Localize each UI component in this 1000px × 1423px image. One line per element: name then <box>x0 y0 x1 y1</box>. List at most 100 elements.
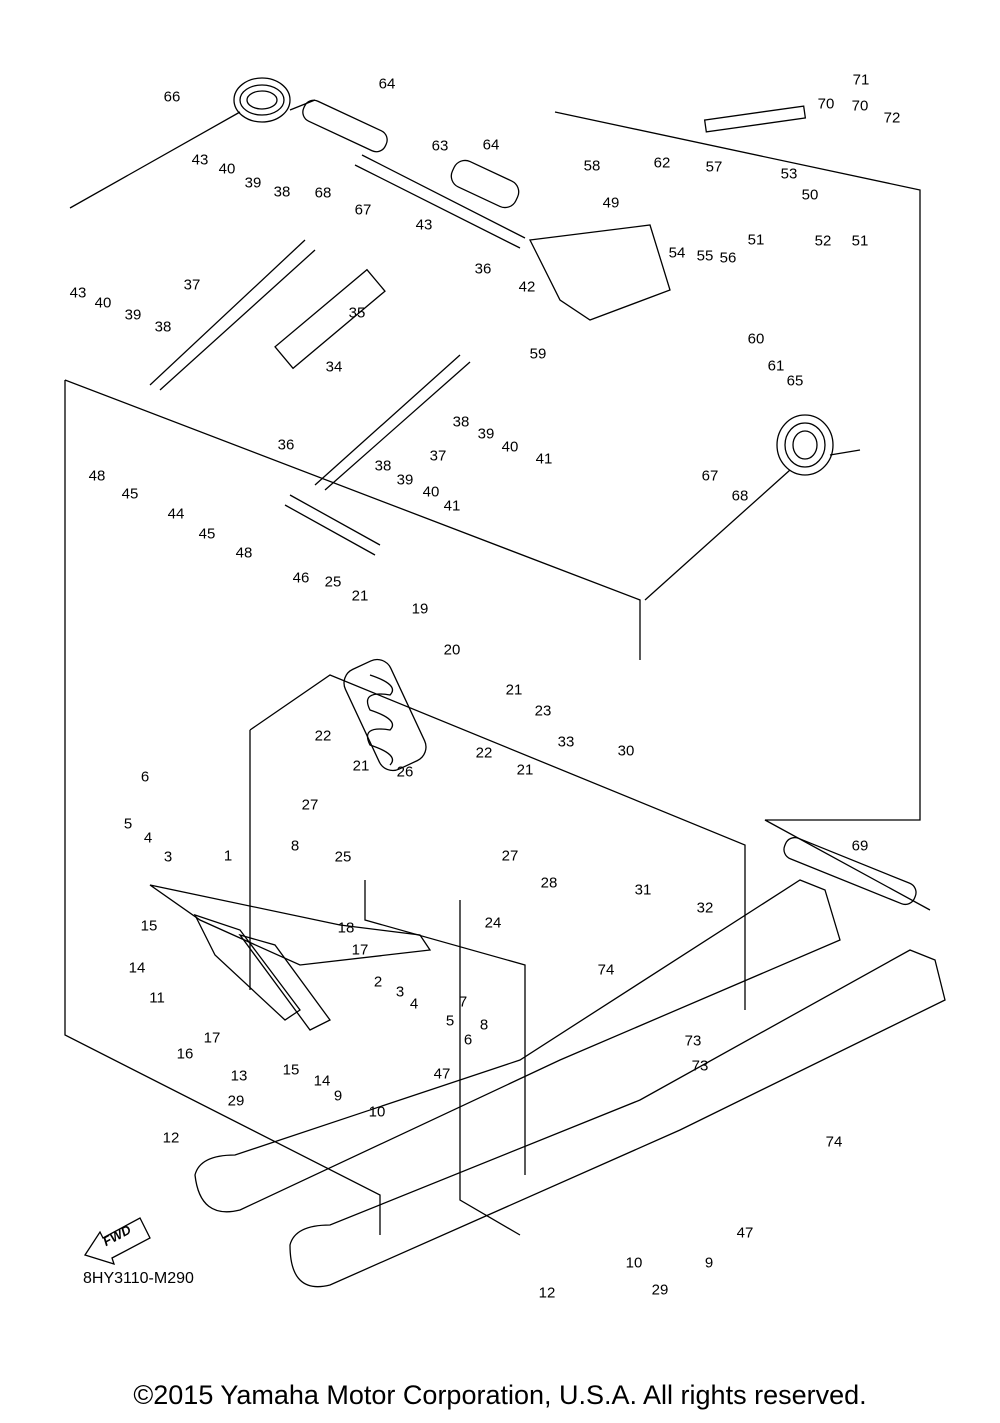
part-callout-43[interactable]: 43 <box>191 151 209 169</box>
part-callout-70[interactable]: 70 <box>817 95 835 113</box>
part-callout-39[interactable]: 39 <box>244 174 262 192</box>
part-callout-3[interactable]: 3 <box>163 848 173 866</box>
part-callout-74[interactable]: 74 <box>597 961 615 979</box>
part-callout-68[interactable]: 68 <box>314 184 332 202</box>
part-callout-38[interactable]: 38 <box>154 318 172 336</box>
part-callout-70[interactable]: 70 <box>851 97 869 115</box>
part-callout-5[interactable]: 5 <box>445 1012 455 1030</box>
part-callout-8[interactable]: 8 <box>290 837 300 855</box>
part-callout-42[interactable]: 42 <box>518 278 536 296</box>
part-callout-66[interactable]: 66 <box>163 88 181 106</box>
part-callout-16[interactable]: 16 <box>176 1045 194 1063</box>
part-callout-52[interactable]: 52 <box>814 232 832 250</box>
part-callout-40[interactable]: 40 <box>422 483 440 501</box>
part-callout-1[interactable]: 1 <box>223 847 233 865</box>
part-callout-72[interactable]: 72 <box>883 109 901 127</box>
part-callout-26[interactable]: 26 <box>396 763 414 781</box>
part-callout-24[interactable]: 24 <box>484 914 502 932</box>
part-callout-21[interactable]: 21 <box>351 587 369 605</box>
part-callout-48[interactable]: 48 <box>88 467 106 485</box>
part-callout-2[interactable]: 2 <box>373 973 383 991</box>
part-callout-74[interactable]: 74 <box>825 1133 843 1151</box>
part-callout-43[interactable]: 43 <box>415 216 433 234</box>
part-callout-38[interactable]: 38 <box>273 183 291 201</box>
part-callout-13[interactable]: 13 <box>230 1067 248 1085</box>
part-callout-47[interactable]: 47 <box>736 1224 754 1242</box>
part-callout-46[interactable]: 46 <box>292 569 310 587</box>
part-callout-39[interactable]: 39 <box>396 471 414 489</box>
part-callout-25[interactable]: 25 <box>324 573 342 591</box>
part-callout-41[interactable]: 41 <box>443 497 461 515</box>
part-callout-60[interactable]: 60 <box>747 330 765 348</box>
part-callout-38[interactable]: 38 <box>452 413 470 431</box>
part-callout-45[interactable]: 45 <box>121 485 139 503</box>
part-callout-56[interactable]: 56 <box>719 249 737 267</box>
part-callout-43[interactable]: 43 <box>69 284 87 302</box>
part-callout-25[interactable]: 25 <box>334 848 352 866</box>
part-callout-15[interactable]: 15 <box>140 917 158 935</box>
part-callout-21[interactable]: 21 <box>505 681 523 699</box>
part-callout-22[interactable]: 22 <box>314 727 332 745</box>
part-callout-48[interactable]: 48 <box>235 544 253 562</box>
part-callout-32[interactable]: 32 <box>696 899 714 917</box>
part-callout-14[interactable]: 14 <box>313 1072 331 1090</box>
part-callout-39[interactable]: 39 <box>124 306 142 324</box>
part-callout-14[interactable]: 14 <box>128 959 146 977</box>
part-callout-3[interactable]: 3 <box>395 983 405 1001</box>
part-callout-58[interactable]: 58 <box>583 157 601 175</box>
part-callout-68[interactable]: 68 <box>731 487 749 505</box>
part-callout-37[interactable]: 37 <box>183 276 201 294</box>
part-callout-36[interactable]: 36 <box>474 260 492 278</box>
part-callout-59[interactable]: 59 <box>529 345 547 363</box>
part-callout-8[interactable]: 8 <box>479 1016 489 1034</box>
part-callout-4[interactable]: 4 <box>143 829 153 847</box>
part-callout-17[interactable]: 17 <box>351 941 369 959</box>
part-callout-61[interactable]: 61 <box>767 357 785 375</box>
part-callout-29[interactable]: 29 <box>651 1281 669 1299</box>
part-callout-57[interactable]: 57 <box>705 158 723 176</box>
part-callout-37[interactable]: 37 <box>429 447 447 465</box>
part-callout-27[interactable]: 27 <box>301 796 319 814</box>
part-callout-54[interactable]: 54 <box>668 244 686 262</box>
part-callout-36[interactable]: 36 <box>277 436 295 454</box>
part-callout-6[interactable]: 6 <box>140 768 150 786</box>
part-callout-67[interactable]: 67 <box>701 467 719 485</box>
part-callout-69[interactable]: 69 <box>851 837 869 855</box>
part-callout-40[interactable]: 40 <box>94 294 112 312</box>
part-callout-63[interactable]: 63 <box>431 137 449 155</box>
part-callout-34[interactable]: 34 <box>325 358 343 376</box>
part-callout-7[interactable]: 7 <box>458 993 468 1011</box>
part-callout-17[interactable]: 17 <box>203 1029 221 1047</box>
part-callout-30[interactable]: 30 <box>617 742 635 760</box>
part-callout-44[interactable]: 44 <box>167 505 185 523</box>
part-callout-73[interactable]: 73 <box>691 1057 709 1075</box>
part-callout-4[interactable]: 4 <box>409 995 419 1013</box>
part-callout-51[interactable]: 51 <box>747 231 765 249</box>
part-callout-15[interactable]: 15 <box>282 1061 300 1079</box>
part-callout-27[interactable]: 27 <box>501 847 519 865</box>
part-callout-19[interactable]: 19 <box>411 600 429 618</box>
part-callout-65[interactable]: 65 <box>786 372 804 390</box>
part-callout-49[interactable]: 49 <box>602 194 620 212</box>
part-callout-20[interactable]: 20 <box>443 641 461 659</box>
part-callout-35[interactable]: 35 <box>348 304 366 322</box>
part-callout-38[interactable]: 38 <box>374 457 392 475</box>
part-callout-22[interactable]: 22 <box>475 744 493 762</box>
part-callout-11[interactable]: 11 <box>149 989 165 1007</box>
part-callout-21[interactable]: 21 <box>516 761 534 779</box>
part-callout-23[interactable]: 23 <box>534 702 552 720</box>
part-callout-55[interactable]: 55 <box>696 247 714 265</box>
part-callout-45[interactable]: 45 <box>198 525 216 543</box>
part-callout-33[interactable]: 33 <box>557 733 575 751</box>
part-callout-12[interactable]: 12 <box>162 1129 180 1147</box>
part-callout-31[interactable]: 31 <box>634 881 652 899</box>
part-callout-62[interactable]: 62 <box>653 154 671 172</box>
part-callout-28[interactable]: 28 <box>540 874 558 892</box>
part-callout-71[interactable]: 71 <box>852 71 870 89</box>
part-callout-6[interactable]: 6 <box>463 1031 473 1049</box>
part-callout-40[interactable]: 40 <box>218 160 236 178</box>
part-callout-40[interactable]: 40 <box>501 438 519 456</box>
part-callout-50[interactable]: 50 <box>801 186 819 204</box>
part-callout-39[interactable]: 39 <box>477 425 495 443</box>
part-callout-10[interactable]: 10 <box>625 1254 643 1272</box>
